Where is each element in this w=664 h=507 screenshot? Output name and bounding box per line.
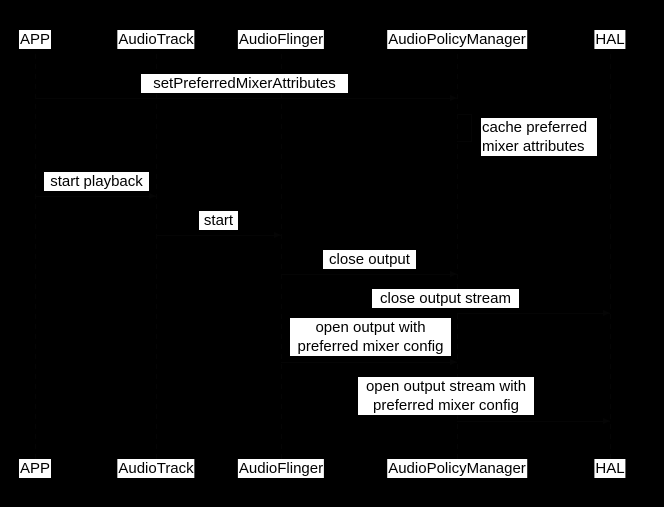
participant-bottom-flinger: AudioFlinger — [237, 459, 325, 478]
participant-bottom-app: APP — [18, 459, 52, 478]
message-arrow-m1 — [35, 95, 457, 101]
lifeline-flinger — [281, 54, 282, 468]
participant-bottom-apm: AudioPolicyManager — [387, 459, 527, 478]
participant-bottom-hal: HAL — [594, 459, 626, 478]
message-label-m5: close output — [323, 250, 416, 269]
participant-top-apm: AudioPolicyManager — [387, 30, 527, 49]
lifeline-app — [35, 54, 36, 468]
lifeline-track — [156, 54, 157, 468]
message-label-m6: close output stream — [372, 289, 519, 308]
participant-top-app: APP — [18, 30, 52, 49]
message-arrow-m3 — [35, 193, 156, 199]
participant-top-flinger: AudioFlinger — [237, 30, 325, 49]
lifeline-hal — [610, 54, 611, 468]
participant-bottom-track: AudioTrack — [117, 459, 195, 478]
participant-top-hal: HAL — [594, 30, 626, 49]
message-arrow-m5 — [281, 271, 457, 277]
message-label-m8: open output stream with preferred mixer … — [358, 377, 534, 415]
message-arrow-m8 — [457, 418, 610, 424]
message-label-m4: start — [199, 211, 238, 230]
message-arrow-m6 — [457, 310, 610, 316]
participant-top-track: AudioTrack — [117, 30, 195, 49]
lifeline-apm — [457, 54, 458, 468]
message-label-m7: open output with preferred mixer config — [290, 318, 451, 356]
message-arrow-m4 — [156, 232, 281, 238]
self-message-arrow-m2 — [457, 114, 472, 142]
message-arrow-m7 — [281, 359, 457, 365]
message-label-m3: start playback — [44, 172, 149, 191]
message-label-m2: cache preferred mixer attributes — [481, 118, 597, 156]
message-label-m1: setPreferredMixerAttributes — [141, 74, 348, 93]
